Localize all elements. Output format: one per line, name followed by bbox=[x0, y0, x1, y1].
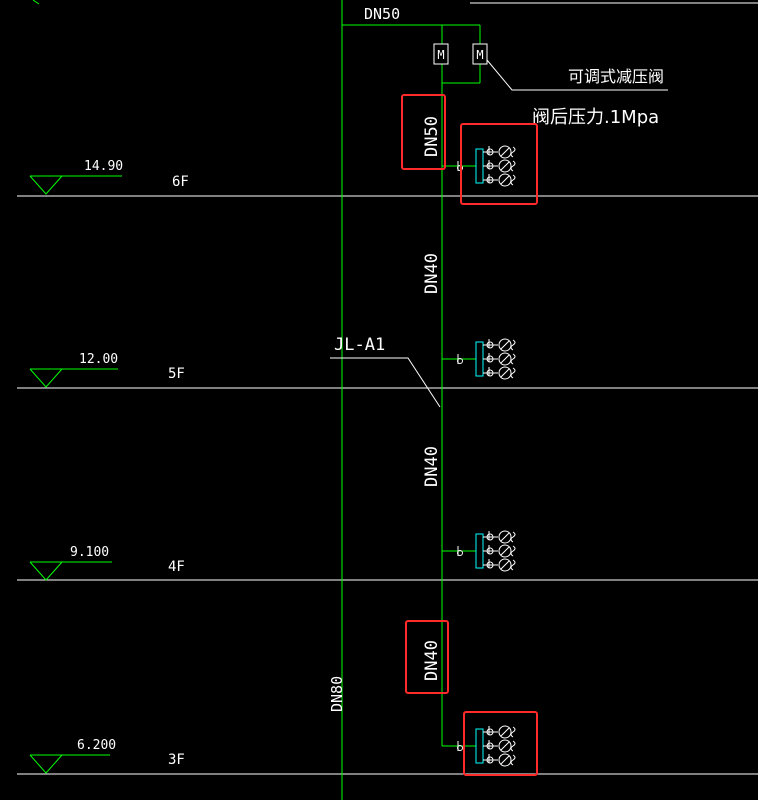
elevation-value-4f: 9.100 bbox=[70, 545, 109, 560]
water-meter-group-6f bbox=[442, 145, 516, 187]
highlight-boxes bbox=[401, 94, 538, 776]
valve-mark-right: M bbox=[476, 48, 483, 62]
elevation-value-3f: 6.200 bbox=[77, 738, 116, 753]
branch-size-label-5f: DN40 bbox=[422, 253, 442, 294]
top-pipe-size-label: DN50 bbox=[364, 5, 400, 23]
floor-lines bbox=[17, 2, 758, 775]
elevation-value-6f: 14.90 bbox=[84, 159, 123, 174]
water-meter-groups bbox=[442, 145, 516, 767]
riser-id-leader-line bbox=[330, 357, 441, 408]
water-meter-group-3f bbox=[442, 725, 516, 767]
valve-name-label: 可调式减压阀 bbox=[568, 67, 664, 86]
highlight-box-dn50 bbox=[401, 94, 446, 170]
branch-size-label-6f: DN50 bbox=[422, 116, 442, 157]
valve-box-left bbox=[433, 43, 449, 65]
elevation-marker-5f bbox=[29, 368, 118, 388]
water-meter-group-5f bbox=[442, 338, 516, 380]
elevation-marker-3f bbox=[29, 754, 110, 774]
elevation-marker-6f bbox=[29, 175, 122, 195]
floor-name-6f: 6F bbox=[172, 174, 189, 190]
main-pipe-size-label: DN80 bbox=[328, 676, 346, 712]
pressure-reducing-valves: M M bbox=[433, 43, 488, 65]
highlight-box-meters-6f bbox=[460, 123, 538, 205]
floor-name-3f: 3F bbox=[168, 752, 185, 768]
highlight-box-dn40-3f bbox=[405, 620, 449, 694]
elevation-value-5f: 12.00 bbox=[79, 352, 118, 367]
valve-pressure-label: 阀后压力.1Mpa bbox=[532, 107, 659, 128]
valve-leader-line bbox=[486, 59, 668, 91]
pipes bbox=[32, 0, 481, 800]
valve-box-right bbox=[472, 43, 488, 65]
riser-id-label: JL-A1 bbox=[334, 335, 385, 355]
floor-name-4f: 4F bbox=[168, 559, 185, 575]
floor-name-5f: 5F bbox=[168, 366, 185, 382]
water-meter-group-4f bbox=[442, 530, 516, 572]
branch-size-label-3f: DN40 bbox=[422, 640, 442, 681]
top-left-stub bbox=[32, 0, 40, 5]
valve-mark-left: M bbox=[437, 48, 444, 62]
highlight-box-meters-3f bbox=[463, 711, 538, 776]
branch-size-label-4f: DN40 bbox=[422, 446, 442, 487]
elevation-marker-4f bbox=[29, 561, 112, 581]
